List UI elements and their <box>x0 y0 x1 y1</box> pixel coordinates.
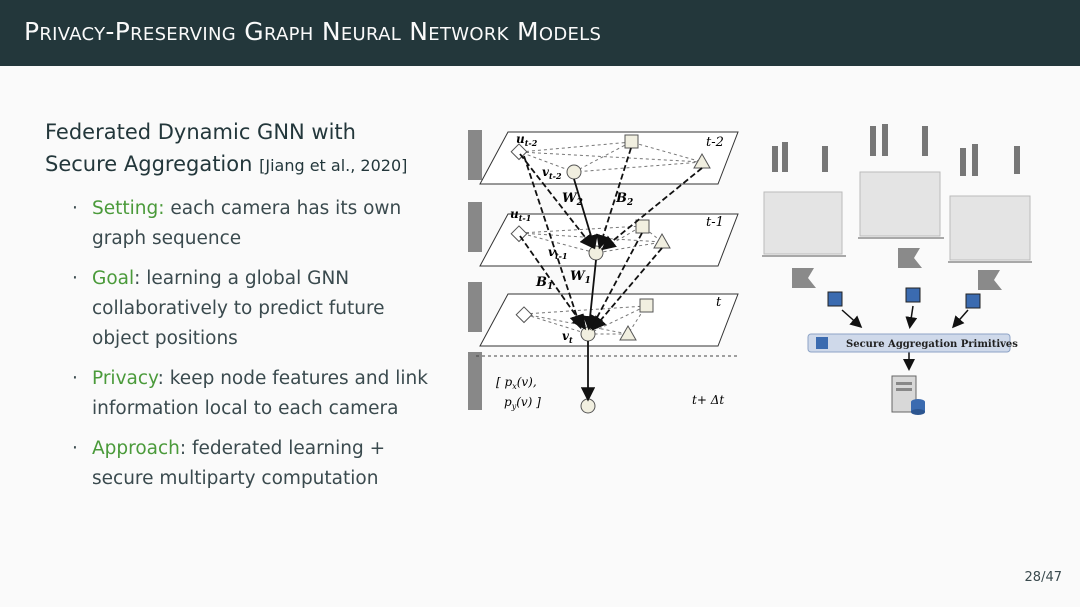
weight-subscript: 2 <box>576 198 583 208</box>
weight-label: B <box>615 191 627 206</box>
graph-node <box>580 398 596 414</box>
svg-text:vt: vt <box>562 329 573 345</box>
svg-text:ut-2: ut-2 <box>516 132 538 148</box>
svg-text:W1: W1 <box>570 269 591 286</box>
node-subscript: t-1 <box>555 251 568 261</box>
node-subscript: t-2 <box>525 138 538 148</box>
graph-node <box>515 306 533 324</box>
bullet-approach: ·Approach: federated learning + secure m… <box>72 438 386 489</box>
heading-line-1: Federated Dynamic GNN with <box>45 120 356 144</box>
graph-node <box>510 143 528 161</box>
camera-icon <box>978 270 1002 290</box>
server-database-icon <box>891 375 925 415</box>
weight-subscript: 2 <box>626 198 633 208</box>
layer-label: t-2 <box>706 135 724 150</box>
heading-line-2-text: Secure Aggregation <box>45 152 253 176</box>
lock-chip-icon <box>905 287 921 303</box>
federated-aggregation-diagram: Secure Aggregation Primitives <box>762 124 1032 415</box>
citation-text: [Jiang et al., 2020] <box>259 156 408 175</box>
camera-frame-thumbnail <box>468 202 482 252</box>
bullet-setting: ·Setting: each camera has its own graph … <box>72 198 402 249</box>
lock-chip-icon <box>965 293 981 309</box>
time-label: t+ Δt <box>692 393 724 407</box>
svg-text:[ px(v),: [ px(v), <box>496 375 537 391</box>
svg-text:B2: B2 <box>615 191 633 208</box>
dynamic-graph-diagram: t-2 t-1 t <box>468 130 739 414</box>
bullet-keyword: Setting: <box>92 198 165 219</box>
layer-label: t-1 <box>706 215 724 230</box>
architecture-figure: t-2 t-1 t <box>468 124 1032 415</box>
lock-chip-icons <box>827 287 981 309</box>
graph-node <box>624 134 639 149</box>
slide-title: Privacy-Preserving Graph Neural Network … <box>24 17 602 46</box>
bullet-text: : learning a global GNN collaboratively … <box>92 268 385 349</box>
camera-icon <box>898 248 922 268</box>
page-number: 28/47 <box>1024 570 1062 585</box>
svg-text:vt-1: vt-1 <box>548 245 568 261</box>
slide-heading: Federated Dynamic GNN with Secure Aggreg… <box>45 116 445 182</box>
graph-node <box>566 164 582 180</box>
bullet-keyword: Goal <box>92 268 135 289</box>
bullet-text: : keep node features and link informatio… <box>92 368 428 419</box>
heading-line-2: Secure Aggregation [Jiang et al., 2020] <box>45 148 445 182</box>
graph-node <box>580 326 596 342</box>
svg-text:ut-1: ut-1 <box>510 207 531 223</box>
weight-subscript: 1 <box>585 276 591 286</box>
prediction-y: p <box>504 395 512 409</box>
svg-text:py(v) ]: py(v) ] <box>504 395 541 411</box>
svg-text:W2: W2 <box>562 191 583 208</box>
lock-icon <box>816 337 828 349</box>
camera-frame-thumbnail <box>468 282 482 332</box>
bullet-list: ·Setting: each camera has its own graph … <box>72 194 432 504</box>
secure-aggregation-box <box>807 333 1011 353</box>
graph-node <box>510 225 528 243</box>
lock-chip-icon <box>827 291 843 307</box>
node-subscript: t <box>569 335 573 345</box>
node-subscript: t-1 <box>519 213 532 223</box>
bullet-privacy: ·Privacy: keep node features and link in… <box>72 368 428 419</box>
svg-text:B1: B1 <box>535 275 553 292</box>
svg-text:vt-2: vt-2 <box>542 165 562 181</box>
bullet-goal: ·Goal: learning a global GNN collaborati… <box>72 268 385 349</box>
camera-icon <box>792 268 816 288</box>
layer-label: t <box>716 295 722 310</box>
bullet-text: each camera has its own graph sequence <box>92 198 402 249</box>
weight-subscript: 1 <box>547 282 553 292</box>
bullet-keyword: Privacy <box>92 368 158 389</box>
prediction-x: [ p <box>496 375 512 389</box>
bullet-keyword: Approach <box>92 438 180 459</box>
bullet-text: : federated learning + secure multiparty… <box>92 438 386 489</box>
node-label: u <box>516 132 525 146</box>
citation: [Jiang et al., 2020] <box>259 156 407 175</box>
camera-icons <box>792 248 1002 290</box>
camera-frame-thumbnail <box>468 130 482 180</box>
node-label: v <box>542 165 550 179</box>
graph-node <box>588 245 604 261</box>
graph-node <box>619 324 637 341</box>
camera-frame-thumbnail <box>468 352 482 410</box>
node-label: u <box>510 207 519 221</box>
graph-node <box>639 298 654 313</box>
weight-label: W <box>562 191 578 206</box>
node-label: v <box>548 245 556 259</box>
weight-label: W <box>570 269 586 284</box>
secure-aggregation-label: Secure Aggregation Primitives <box>846 339 1018 350</box>
prediction-end2: (v) ] <box>516 395 541 409</box>
layer-plane-t <box>479 293 739 347</box>
slide-header: Privacy-Preserving Graph Neural Network … <box>0 0 1080 66</box>
node-subscript: t-2 <box>549 171 562 181</box>
prediction-end: (v), <box>517 375 537 389</box>
node-label: v <box>562 329 570 343</box>
layer-plane-t-2 <box>479 131 739 185</box>
weight-label: B <box>535 275 547 290</box>
graph-node <box>635 219 650 234</box>
